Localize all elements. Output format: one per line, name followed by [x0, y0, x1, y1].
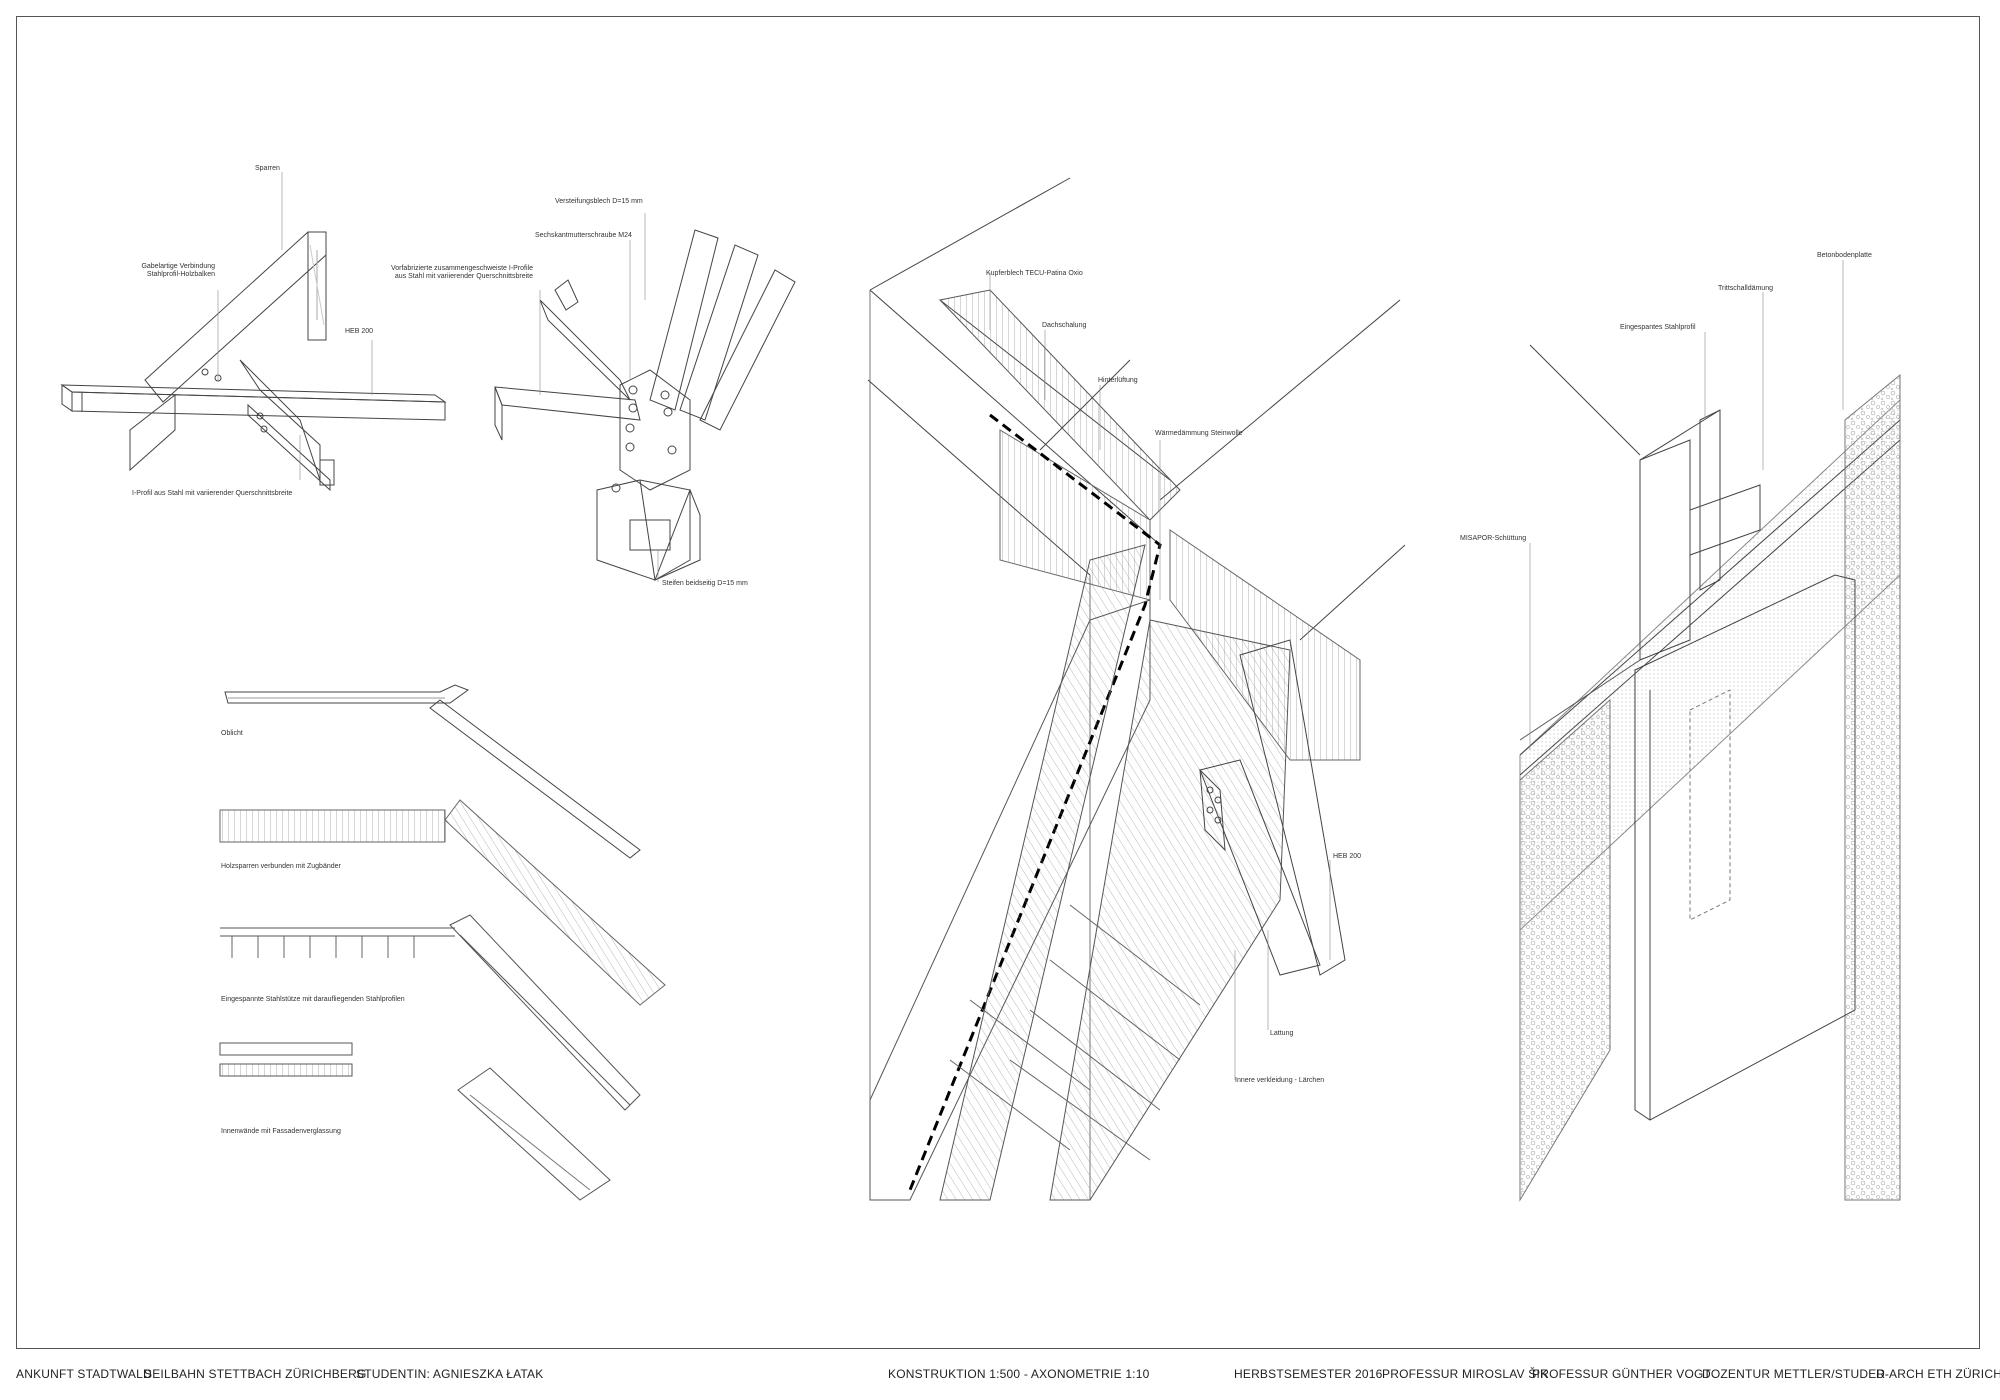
label-innenwaende: Innenwände mit Fassadenverglassung	[221, 1128, 341, 1135]
label-holzsparren: Holzsparren verbunden mit Zugbänder	[221, 863, 341, 870]
label-misapor: MISAPOR-Schüttung	[1460, 535, 1527, 542]
label-innere: Innere verkleidung - Lärchen	[1235, 1077, 1325, 1084]
label-lattung: Lattung	[1270, 1030, 1294, 1037]
footer-prof2: PROFESSUR GÜNTHER VOGT	[1532, 1367, 1712, 1381]
detail-beam-crossing	[60, 172, 447, 492]
label-sparren: Sparren	[255, 165, 280, 172]
label-betonbodenplatte: Betonbodenplatte	[1817, 252, 1872, 259]
label-sechskant: Sechskantmutterschraube M24	[535, 232, 632, 239]
label-steifen: Steifen beidseitig D=15 mm	[662, 580, 748, 587]
footer-prof1: PROFESSUR MIROSLAV ŠIK	[1382, 1367, 1549, 1381]
label-heb-mid: HEB 200	[1333, 853, 1362, 860]
footer-dozentur: DOZENTUR METTLER/STUDER	[1702, 1367, 1886, 1381]
detail-components	[219, 684, 666, 1201]
footer-dept: D-ARCH ETH ZÜRICH	[1876, 1367, 2000, 1381]
label-gabel: Gabelartige Verbindung Stahlprofil-Holzb…	[141, 263, 215, 278]
label-eingespanntes: Eingespantes Stahlprofil	[1620, 324, 1696, 331]
footer-project: ANKUNFT STADTWALD	[16, 1367, 152, 1381]
footer-subject: SEILBAHN STETTBACH ZÜRICHBERG	[144, 1367, 367, 1381]
detail-foundation	[1519, 260, 1901, 1202]
footer-scale: KONSTRUKTION 1:500 - AXONOMETRIE 1:10	[888, 1367, 1150, 1381]
label-waermedaemmung: Wärmedämmung Steinwolle	[1155, 430, 1243, 437]
label-versteifung: Versteifungsblech D=15 mm	[555, 198, 643, 205]
label-vorfab: Vorfabrizierte zusammengeschweiste I-Pro…	[390, 265, 533, 280]
footer-student: STUDENTIN: AGNIESZKA ŁATAK	[356, 1367, 544, 1381]
footer-semester: HERBSTSEMESTER 2016	[1234, 1367, 1383, 1381]
label-oblicht: Oblicht	[221, 730, 243, 737]
label-hinterlueftung: Hinterlüftung	[1098, 377, 1138, 384]
label-heb-top: HEB 200	[345, 328, 374, 335]
label-trittschall: Trittschalldämung	[1718, 285, 1773, 292]
label-iprofil: I-Profil aus Stahl mit variierender Quer…	[132, 490, 293, 497]
label-stahlstuetze: Eingespannte Stahlstütze mit daraufliege…	[221, 996, 405, 1003]
label-kupfer: Kupferblech TECU-Patina Oxio	[986, 270, 1083, 277]
sheet-border	[16, 16, 1980, 1349]
detail-roof	[867, 177, 1406, 1201]
label-dachschalung: Dachschalung	[1042, 322, 1087, 329]
detail-star-node	[494, 213, 796, 582]
